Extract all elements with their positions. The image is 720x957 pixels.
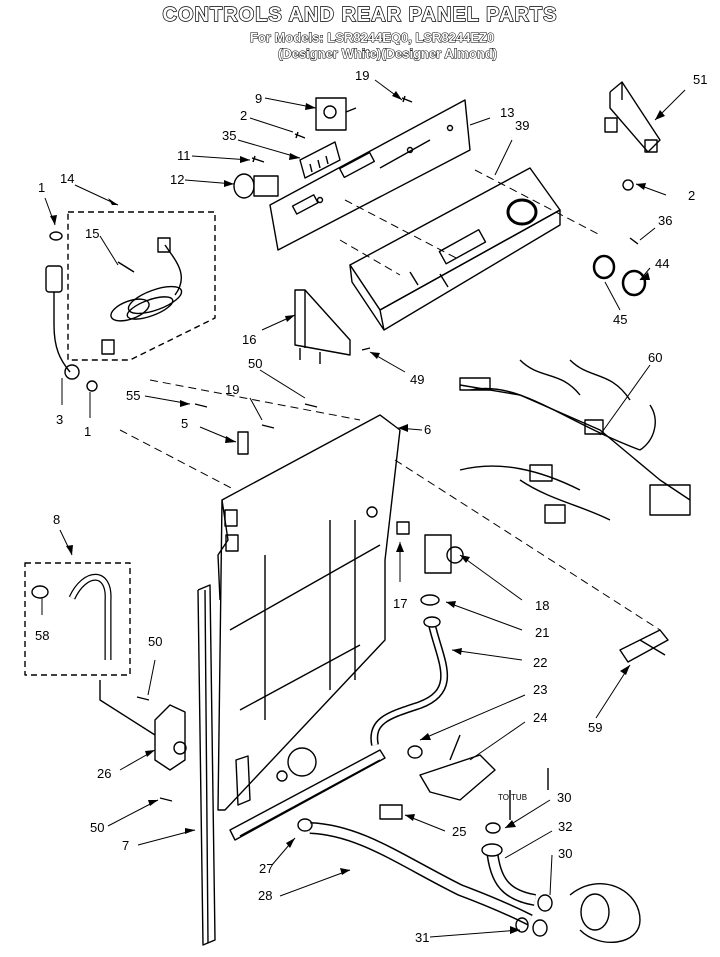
power-cord-part [67, 211, 216, 361]
knob-part [592, 254, 647, 297]
water-valve-part [396, 521, 464, 606]
console-back-part [269, 99, 471, 251]
callout-6: 6 [424, 422, 431, 437]
callout-35: 35 [222, 128, 236, 143]
callout-51: 51 [693, 72, 707, 87]
fill-hose-part [370, 616, 449, 746]
callout-45: 45 [613, 312, 627, 327]
callout-26: 26 [97, 766, 111, 781]
callout-1: 1 [38, 180, 45, 195]
callout-39: 39 [515, 118, 529, 133]
callout-25: 25 [452, 824, 466, 839]
bracket-part [604, 81, 661, 153]
callout-58: 58 [35, 628, 49, 643]
wire-harness-part [459, 359, 691, 524]
to-tub-label: TO TUB [498, 793, 527, 802]
tub-hose-part [297, 768, 641, 944]
callout-44: 44 [655, 256, 669, 271]
callout-7: 7 [122, 838, 129, 853]
callout-28: 28 [258, 888, 272, 903]
callout-13: 13 [500, 105, 514, 120]
callout-14: 14 [60, 171, 74, 186]
diagram-title: CONTROLS AND REAR PANEL PARTS [162, 3, 558, 26]
callout-3: 3 [56, 412, 63, 427]
inlet-hose-part [45, 231, 98, 392]
callout-19-lower: 19 [225, 382, 239, 397]
callout-labels: 19 9 13 2 35 39 11 12 51 2 1 14 36 15 44… [35, 68, 707, 945]
wedge-bracket-part [294, 289, 351, 364]
callout-59: 59 [588, 720, 602, 735]
switch-part [299, 141, 341, 179]
rear-panel-part [217, 414, 401, 811]
water-level-switch-part [233, 173, 279, 199]
callout-24: 24 [533, 710, 547, 725]
callout-1-lower: 1 [84, 424, 91, 439]
callout-50: 50 [248, 356, 262, 371]
callout-11: 11 [177, 148, 191, 163]
callout-2-right: 2 [688, 188, 695, 203]
callout-16: 16 [242, 332, 256, 347]
clip-part [379, 804, 403, 820]
bracket-59-part [619, 629, 669, 663]
callout-55: 55 [126, 388, 140, 403]
callout-27: 27 [259, 861, 273, 876]
base-channel-part [229, 749, 386, 841]
color-variants: (Designer White)(Designer Almond) [277, 46, 498, 62]
callout-15: 15 [85, 226, 99, 241]
callout-19: 19 [355, 68, 369, 83]
model-numbers: For Models: LSR8244EQ0, LSR8244EZ0 [249, 30, 495, 46]
fastener-parts [136, 347, 371, 802]
callout-21: 21 [535, 625, 549, 640]
timer-part [315, 97, 357, 131]
callout-8: 8 [53, 512, 60, 527]
callout-12: 12 [170, 172, 184, 187]
callout-2: 2 [240, 108, 247, 123]
callout-23: 23 [533, 682, 547, 697]
callout-32: 32 [558, 819, 572, 834]
callout-30-lower: 30 [558, 846, 572, 861]
callout-50-mid: 50 [148, 634, 162, 649]
callout-5: 5 [181, 416, 188, 431]
siphon-break-part [407, 734, 496, 801]
callout-50-lower: 50 [90, 820, 104, 835]
screw-parts [251, 95, 639, 245]
callout-17: 17 [393, 596, 407, 611]
callout-60: 60 [648, 350, 662, 365]
callout-30: 30 [557, 790, 571, 805]
callout-18: 18 [535, 598, 549, 613]
callout-22: 22 [533, 655, 547, 670]
control-panel-part [349, 167, 561, 331]
drain-hose-part [24, 562, 131, 676]
callout-31: 31 [415, 930, 429, 945]
pump-bracket-part [99, 680, 187, 771]
callout-36: 36 [658, 213, 672, 228]
callout-9: 9 [255, 91, 262, 106]
arrowheads [50, 91, 665, 934]
callout-49: 49 [410, 372, 424, 387]
side-rail-part [197, 584, 216, 946]
